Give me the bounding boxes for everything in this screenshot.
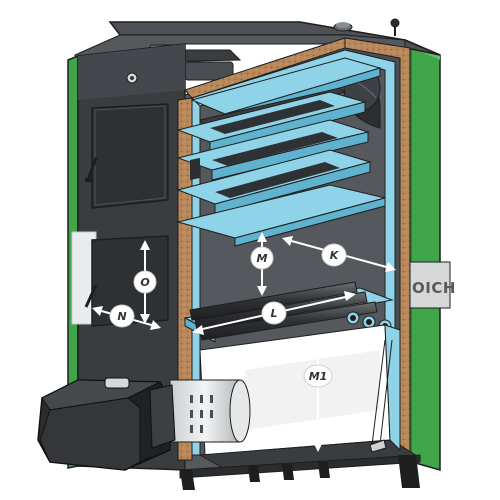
dimension-labels: M K L O N M1	[109, 243, 347, 388]
insulation-frame	[177, 37, 411, 461]
bottom-legs	[179, 454, 421, 490]
lower-door	[71, 231, 169, 327]
svg-text:M1: M1	[309, 370, 328, 383]
dim-label-L: L	[261, 301, 287, 325]
burner-drum	[169, 379, 251, 443]
svg-text:K: K	[330, 249, 340, 262]
dim-label-N: N	[109, 304, 135, 328]
brand-badge: OICH	[409, 261, 456, 309]
upper-door	[85, 103, 169, 209]
dim-label-O: O	[133, 270, 157, 294]
dim-label-M1: M1	[303, 364, 333, 388]
svg-text:N: N	[117, 310, 126, 323]
svg-text:O: O	[140, 276, 149, 289]
svg-text:M: M	[257, 252, 268, 265]
svg-text:L: L	[270, 307, 277, 320]
heat-exchanger-baffles	[176, 57, 386, 247]
dim-label-K: K	[321, 243, 347, 267]
dim-label-M: M	[250, 246, 274, 270]
top-cover	[74, 18, 441, 63]
pellet-burner	[37, 377, 251, 471]
brand-badge-text: OICH	[412, 279, 456, 297]
dim-arrow-M1	[313, 338, 323, 452]
